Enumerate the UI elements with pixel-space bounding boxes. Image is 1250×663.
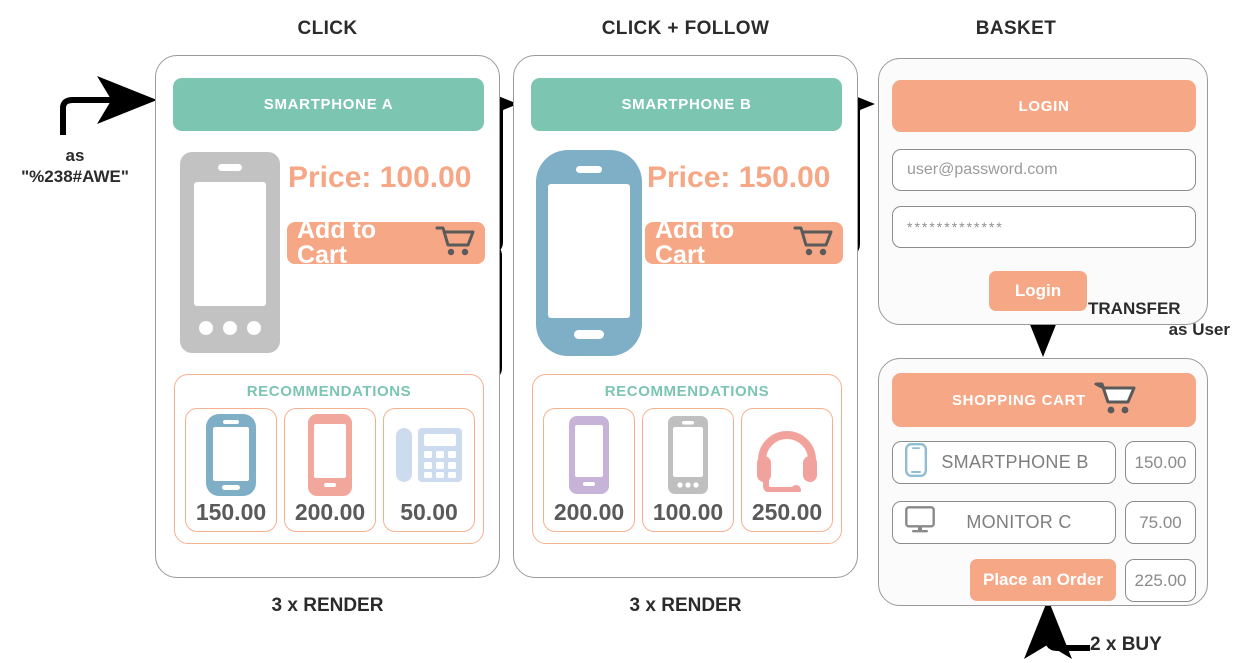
shopping-cart-icon <box>793 225 833 262</box>
recommendation-price: 250.00 <box>751 499 823 525</box>
recommendations-panel-a: RECOMMENDATIONS 150.00 <box>174 374 484 544</box>
product-card-a: SMARTPHONE A Price: 100.00 Add to Cart <box>155 55 500 578</box>
recommendation-item[interactable]: 200.00 <box>543 408 635 532</box>
bottom-caption-render-right: 3 x RENDER <box>629 595 742 616</box>
place-order-button[interactable]: Place an Order <box>970 559 1116 601</box>
smartphone-purple-icon <box>568 409 610 501</box>
smartphone-blue-icon <box>205 409 257 501</box>
cart-row-amount: 75.00 <box>1125 501 1196 544</box>
smartphone-blue-icon <box>905 443 928 482</box>
recommendation-item[interactable]: 100.00 <box>642 408 734 532</box>
cart-row-name: SMARTPHONE B <box>941 452 1089 472</box>
recommendations-panel-b: RECOMMENDATIONS 200.00 <box>532 374 842 544</box>
edge-label-transfer-line1: TRANSFER <box>1088 299 1181 318</box>
recommendation-item[interactable]: 50.00 <box>383 408 475 532</box>
add-to-cart-label-a: Add to Cart <box>297 216 377 269</box>
recommendation-price: 200.00 <box>553 499 625 525</box>
recommendations-title-b: RECOMMENDATIONS <box>604 383 770 400</box>
recommendation-price: 150.00 <box>195 499 267 525</box>
bottom-caption-render-left: 3 x RENDER <box>271 595 384 616</box>
column-caption-click: CLICK <box>297 18 358 39</box>
arrow-buy <box>1024 599 1090 659</box>
recommendations-title-a: RECOMMENDATIONS <box>246 383 412 400</box>
deskphone-blue-icon <box>394 409 464 501</box>
recommendation-item[interactable]: 250.00 <box>741 408 833 532</box>
arrow-entry-click <box>60 76 157 135</box>
cart-total-amount: 225.00 <box>1125 559 1196 602</box>
headset-pink-icon <box>754 409 820 501</box>
column-caption-click-follow: CLICK + FOLLOW <box>601 18 770 39</box>
smartphone-grey-icon <box>667 409 709 501</box>
edge-label-buy: 2 x BUY <box>1090 634 1162 655</box>
recommendation-price: 100.00 <box>652 499 724 525</box>
recommendation-item[interactable]: 150.00 <box>185 408 277 532</box>
login-card: LOGIN user@password.com ************* Lo… <box>878 58 1208 325</box>
cart-header: SHOPPING CART <box>892 373 1196 427</box>
monitor-grey-icon <box>905 506 935 539</box>
cart-row[interactable]: SMARTPHONE B <box>892 441 1116 484</box>
add-to-cart-button-a[interactable]: Add to Cart <box>287 218 485 268</box>
edge-label-entry-line1: as <box>65 146 85 165</box>
edge-label-entry-line2: "%238#AWE" <box>21 167 129 187</box>
product-b-title[interactable]: SMARTPHONE B <box>531 78 842 131</box>
cart-row[interactable]: MONITOR C <box>892 501 1116 544</box>
recommendation-price: 200.00 <box>294 499 366 525</box>
email-field[interactable]: user@password.com <box>892 149 1196 191</box>
edge-label-transfer: TRANSFER as User <box>1088 298 1248 341</box>
password-field[interactable]: ************* <box>892 206 1196 248</box>
cart-row-amount: 150.00 <box>1125 441 1196 484</box>
recommendation-price: 50.00 <box>400 499 458 525</box>
column-caption-basket: BASKET <box>975 18 1057 39</box>
product-card-b: SMARTPHONE B Price: 150.00 Add to Cart R <box>513 55 858 578</box>
product-a-title[interactable]: SMARTPHONE A <box>173 78 484 131</box>
cart-row-name: MONITOR C <box>966 512 1072 532</box>
edge-label-transfer-line2: as User <box>1168 320 1230 340</box>
product-b-price: Price: 150.00 <box>647 161 831 194</box>
smartphone-salmon-icon <box>307 409 353 501</box>
add-to-cart-label-b: Add to Cart <box>655 216 735 269</box>
shopping-cart-card: SHOPPING CART SMARTPHONE B 150.00 <box>878 358 1208 606</box>
login-header: LOGIN <box>892 80 1196 132</box>
shopping-cart-icon <box>1094 381 1136 419</box>
smartphone-blue-icon <box>534 148 644 363</box>
shopping-cart-icon <box>435 225 475 262</box>
smartphone-grey-icon <box>178 150 282 360</box>
recommendation-item[interactable]: 200.00 <box>284 408 376 532</box>
edge-label-entry: as "%238#AWE" <box>0 145 150 188</box>
login-submit-button[interactable]: Login <box>989 271 1087 311</box>
cart-header-label: SHOPPING CART <box>951 391 1087 409</box>
product-a-price: Price: 100.00 <box>288 161 472 194</box>
add-to-cart-button-b[interactable]: Add to Cart <box>645 218 843 268</box>
